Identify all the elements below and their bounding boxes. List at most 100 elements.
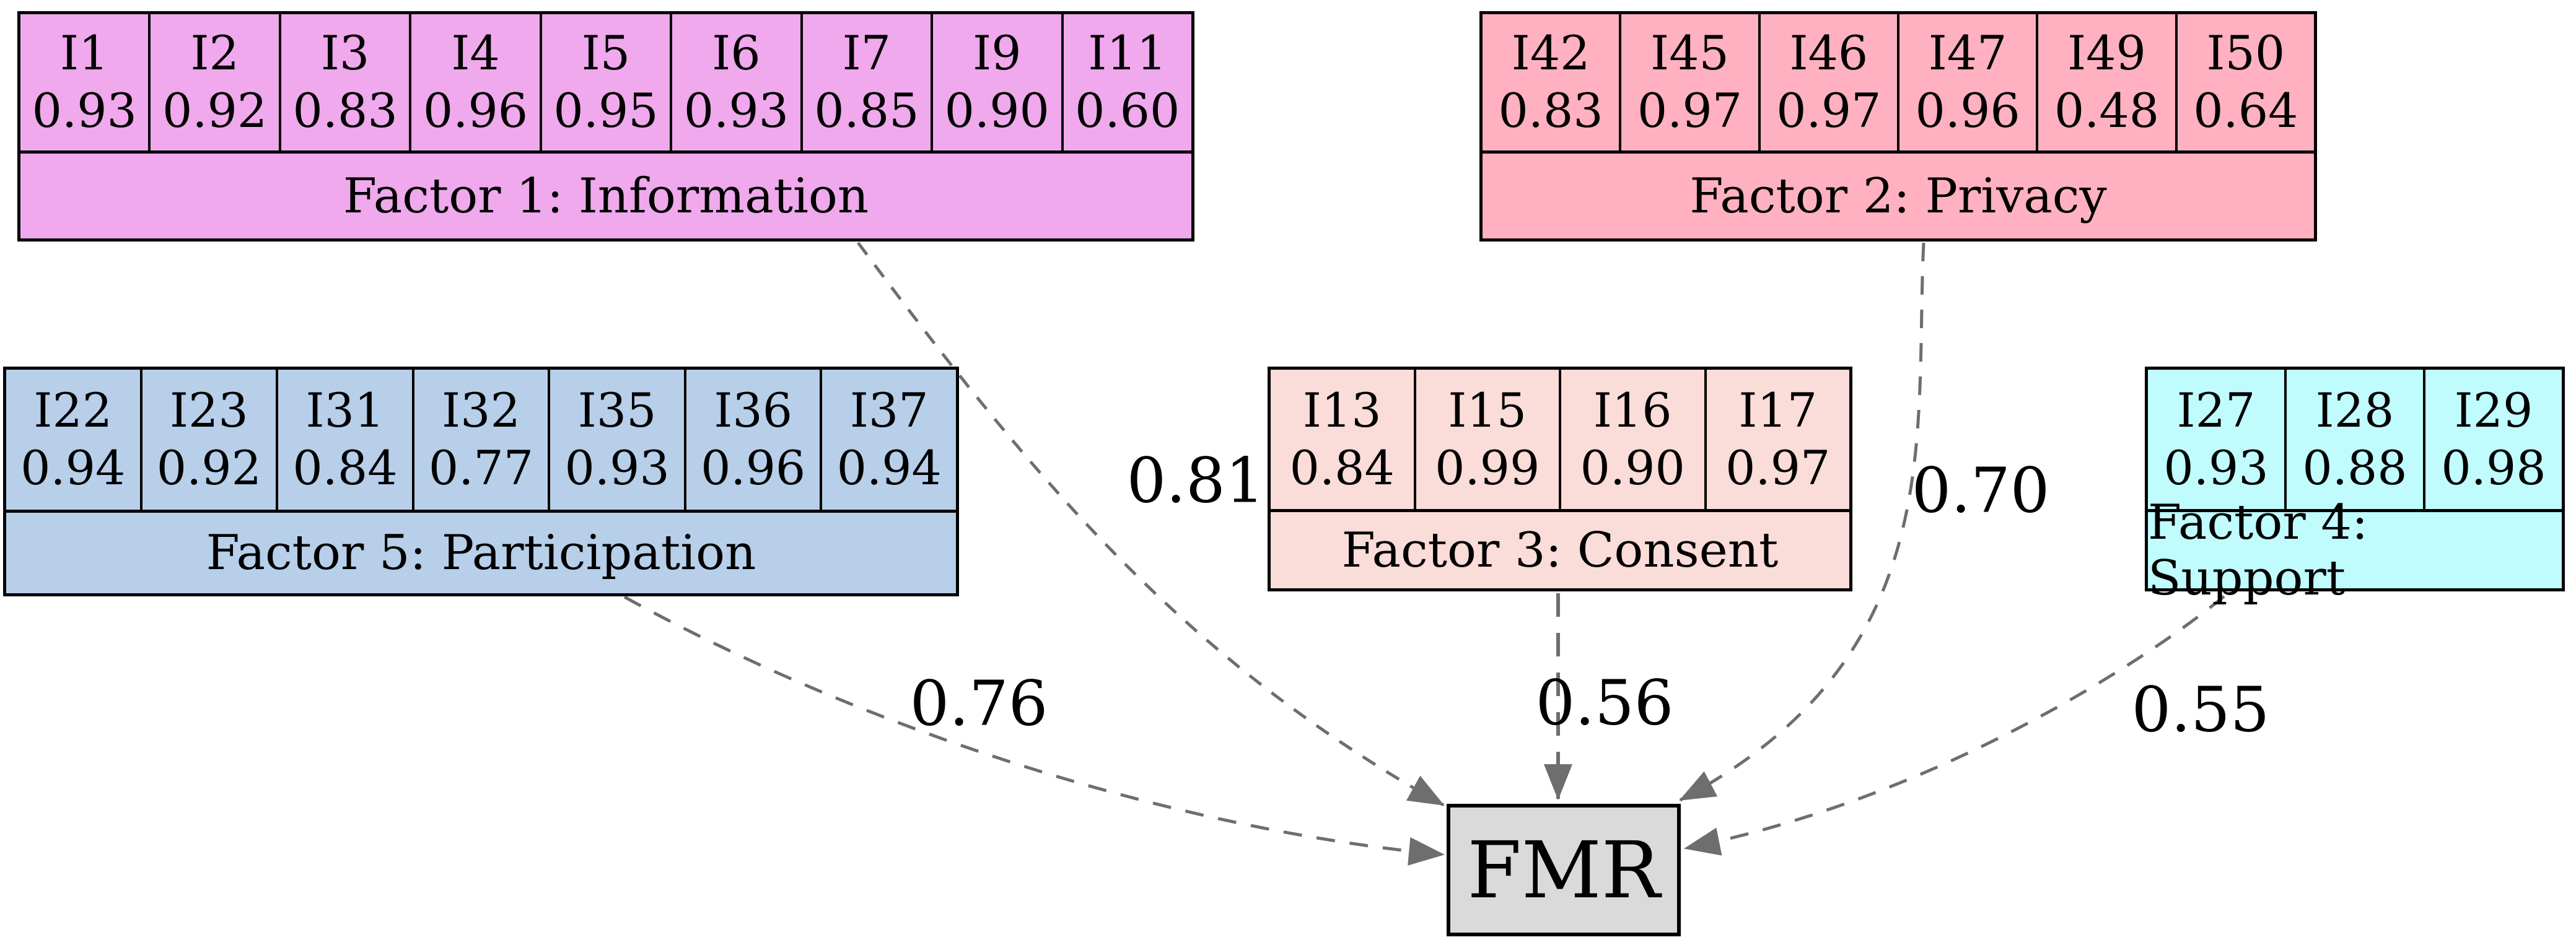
item-id: I7 [842, 25, 892, 81]
item-id: I31 [305, 383, 385, 438]
factor-label-information: Factor 1: Information [20, 150, 1191, 238]
factor-label-text: Factor 1: Information [343, 168, 869, 224]
item-id: I15 [1448, 382, 1527, 438]
item-id: I6 [712, 25, 761, 81]
item-id: I32 [442, 383, 520, 438]
arrow-participation-to-fmr [623, 595, 1445, 866]
item-loading: 0.97 [1725, 440, 1831, 495]
coef-label-privacy: 0.70 [1911, 454, 2050, 527]
item-id: I23 [170, 383, 248, 438]
arrow-information-to-fmr [856, 242, 1445, 807]
item-id: I2 [190, 25, 239, 81]
item-loading: 0.96 [423, 83, 528, 138]
item-loading: 0.83 [292, 83, 398, 138]
item-loading: 0.93 [2163, 440, 2269, 495]
item-loading: 0.64 [2193, 83, 2298, 138]
item-id: I28 [2315, 382, 2394, 438]
factor-label-privacy: Factor 2: Privacy [1483, 150, 2314, 238]
item-loading: 0.48 [2054, 83, 2160, 138]
item-id: I42 [1511, 25, 1590, 81]
item-loading: 0.90 [944, 83, 1049, 138]
outcome-label: FMR [1467, 824, 1660, 916]
item-id: I49 [2067, 25, 2146, 81]
coef-label-support: 0.55 [2131, 673, 2270, 746]
item-loading: 0.85 [814, 83, 919, 138]
item-loading: 0.84 [1289, 440, 1395, 495]
arrow-support-to-fmr [1684, 595, 2225, 856]
item-loading: 0.93 [564, 440, 670, 495]
item-id: I22 [33, 383, 113, 438]
item-id: I36 [714, 383, 793, 438]
factor-label-text: Factor 5: Participation [206, 525, 756, 581]
item-loading: 0.99 [1435, 440, 1540, 495]
item-id: I45 [1650, 25, 1729, 81]
item-loading: 0.94 [20, 440, 126, 495]
item-id: I9 [973, 25, 1022, 81]
item-loading: 0.77 [428, 440, 534, 495]
item-loading: 0.84 [292, 440, 398, 495]
item-loading: 0.96 [1915, 83, 2020, 138]
item-id: I17 [1738, 382, 1818, 438]
item-id: I29 [2454, 382, 2533, 438]
item-id: I3 [320, 25, 370, 81]
item-loading: 0.97 [1776, 83, 1882, 138]
item-loading: 0.92 [156, 440, 261, 495]
item-loading: 0.96 [701, 440, 806, 495]
factor-label-participation: Factor 5: Participation [6, 510, 956, 593]
item-loading: 0.60 [1075, 83, 1180, 138]
factor-label-consent: Factor 3: Consent [1271, 509, 1849, 588]
item-id: I16 [1593, 382, 1672, 438]
factor-label-support: Factor 4: Support [2148, 495, 2562, 606]
item-id: I4 [451, 25, 500, 81]
item-id: I27 [2176, 382, 2256, 438]
factor-label-text: Factor 4: Support [2148, 494, 2368, 606]
item-loading: 0.93 [683, 83, 789, 138]
item-id: I50 [2206, 25, 2285, 81]
item-id: I47 [1928, 25, 2007, 81]
item-loading: 0.92 [162, 83, 268, 138]
item-id: I37 [849, 383, 929, 438]
item-id: I35 [577, 383, 657, 438]
factor-label-text: Factor 3: Consent [1341, 522, 1779, 578]
item-loading: 0.83 [1498, 83, 1603, 138]
item-id: I1 [60, 25, 109, 81]
item-loading: 0.94 [836, 440, 942, 495]
item-loading: 0.90 [1580, 440, 1685, 495]
item-id: I46 [1789, 25, 1868, 81]
item-id: I5 [581, 25, 631, 81]
item-id: I13 [1302, 382, 1382, 438]
